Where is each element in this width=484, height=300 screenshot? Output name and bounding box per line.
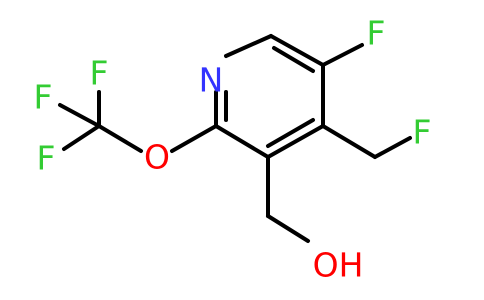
bond-c2-o [170,124,218,153]
atom-f-cf3-bottom-label: F [37,139,56,178]
atom-f-cf3-top-label: F [90,54,109,93]
bond-ch2-f [373,136,412,159]
bond-c4-c3-inner [266,118,315,148]
bond-o-cf3 [97,124,143,153]
bond-c6-c5-inner [272,46,315,73]
atom-f-ring-label: F [367,14,386,53]
bond-c5-f [321,43,364,67]
bond-c3-c2 [214,124,270,159]
bond-c4-ch2 [321,124,377,159]
atom-f-cf3-left-label: F [34,78,53,117]
atom-o-label: O [144,138,170,177]
bond-cf3-f-bottom [62,124,101,151]
bond-ch2-oh [266,214,310,243]
bond-cf3-f-left [58,103,101,128]
atom-n-label: N [199,61,224,100]
bond-c6-c5-outer [269,34,325,67]
bond-c4-c3-outer [266,124,325,159]
atom-oh-label: OH [313,246,364,285]
atom-f-ch2-label: F [413,113,432,152]
bond-n-c6 [224,34,273,58]
